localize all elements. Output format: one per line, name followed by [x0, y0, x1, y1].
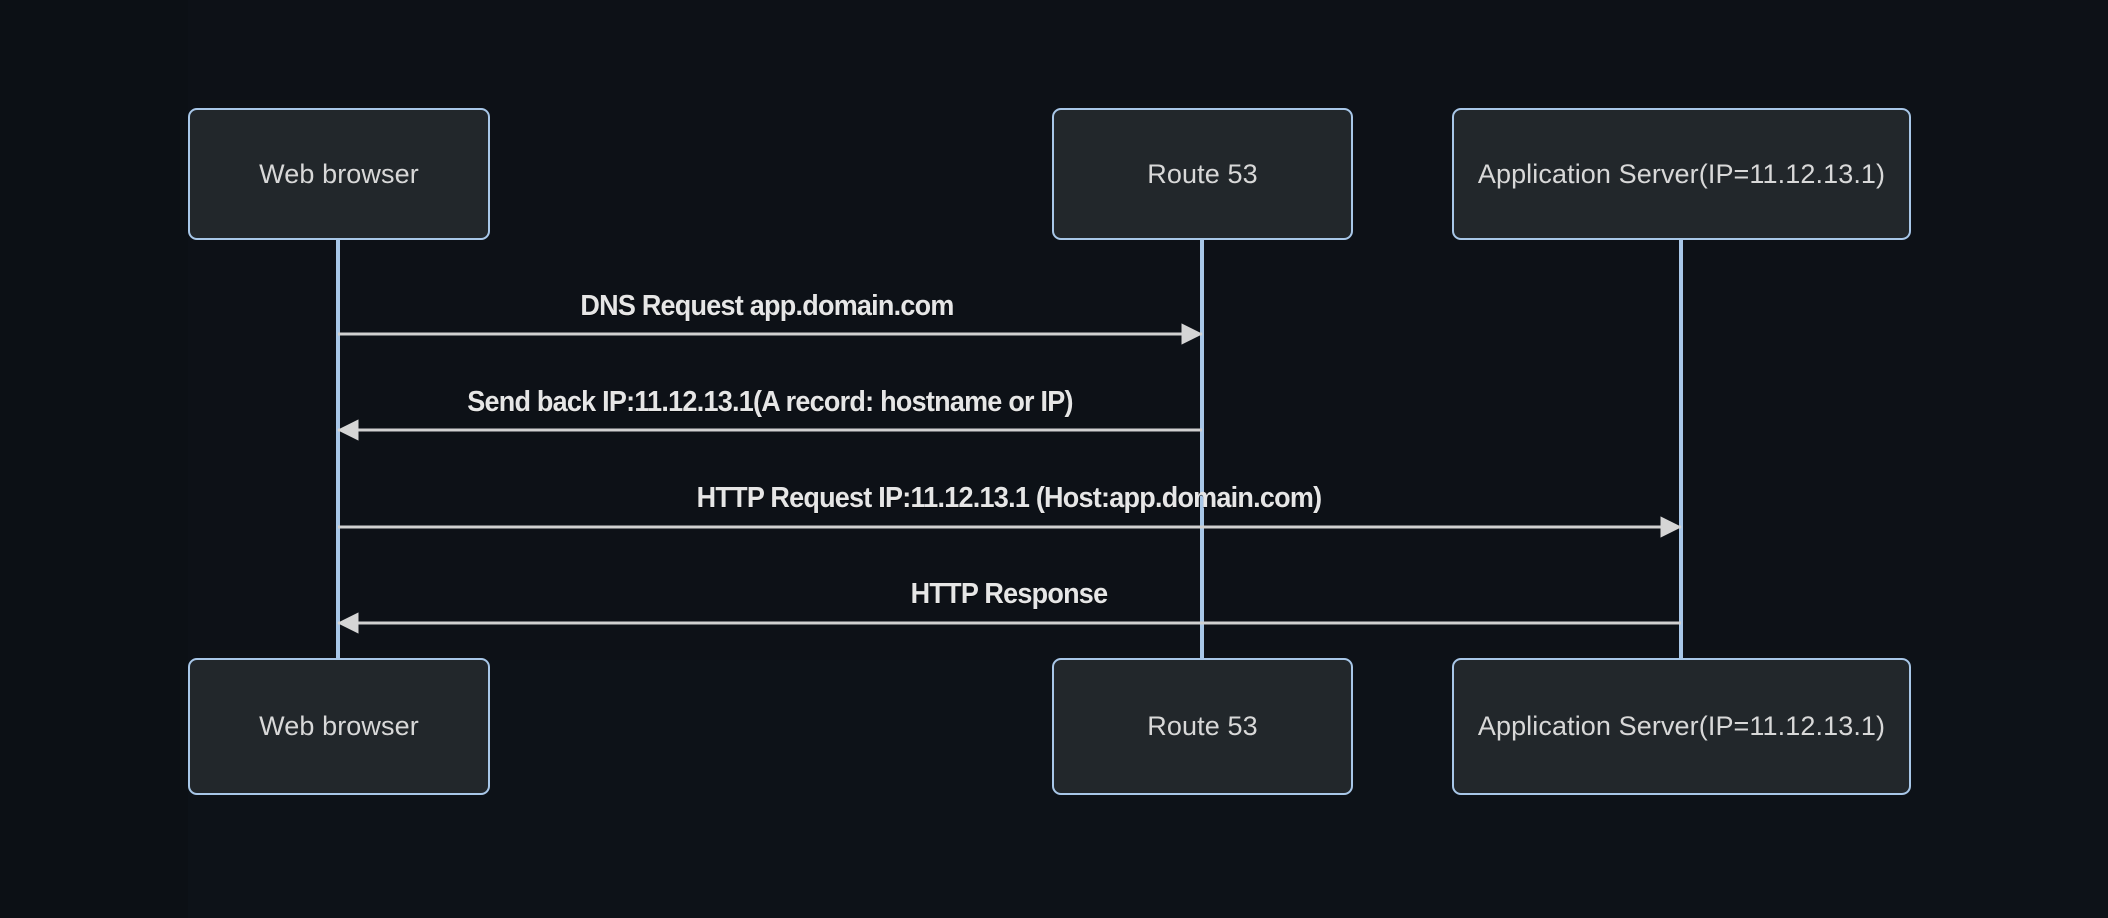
participant-label-appserver-top: Application Server(IP=11.12.13.1): [1477, 158, 1886, 189]
participant-label-route53-top: Route 53: [1147, 158, 1258, 189]
message-label-1: DNS Request app.domain.com: [580, 290, 954, 322]
background-band-left: [0, 0, 188, 918]
participant-label-browser-top: Web browser: [259, 158, 419, 189]
message-label-3: HTTP Request IP:11.12.13.1 (Host:app.dom…: [696, 482, 1322, 514]
participant-box-route53-bottom[interactable]: Route 53: [1052, 658, 1353, 795]
participant-label-route53-bottom: Route 53: [1147, 711, 1258, 741]
participant-label-browser-bottom: Web browser: [259, 711, 419, 741]
participant-label-appserver-bottom: Application Server(IP=11.12.13.1): [1477, 711, 1886, 741]
participant-box-browser-bottom[interactable]: Web browser: [188, 658, 490, 795]
participant-box-route53-top[interactable]: Route 53: [1052, 108, 1353, 240]
message-label-4: HTTP Response: [910, 578, 1108, 610]
participant-box-browser-top[interactable]: Web browser: [188, 108, 490, 240]
message-label-2: Send back IP:11.12.13.1(A record: hostna…: [467, 386, 1073, 418]
participant-box-appserver-bottom[interactable]: Application Server(IP=11.12.13.1): [1452, 658, 1911, 795]
participant-box-appserver-top[interactable]: Application Server(IP=11.12.13.1): [1452, 108, 1911, 240]
